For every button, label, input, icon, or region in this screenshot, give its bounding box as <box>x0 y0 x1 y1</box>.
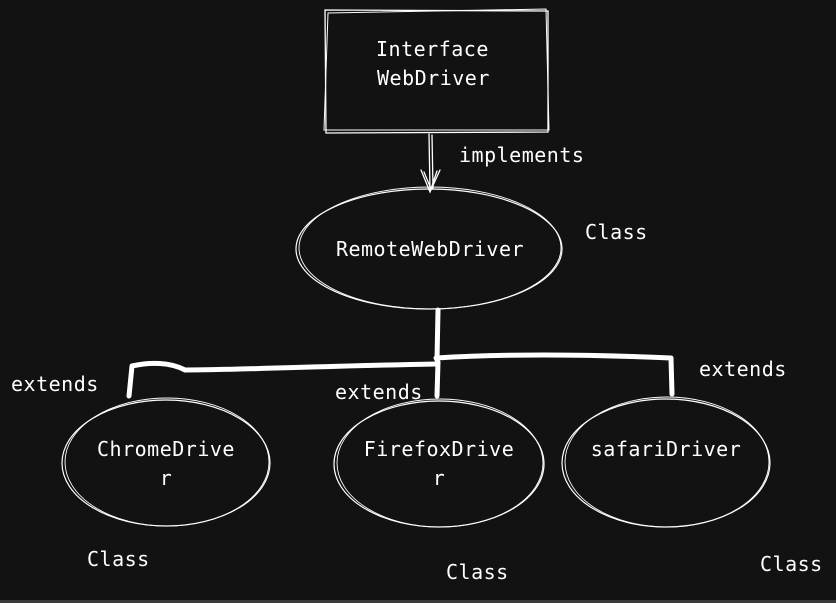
extends-connectors <box>126 307 675 399</box>
safari-type-label: Class <box>760 552 823 576</box>
interface-label-line1: Interface <box>376 37 489 61</box>
remote-type-label: Class <box>585 220 648 244</box>
implements-arrow <box>420 133 441 194</box>
safari-label: safariDriver <box>590 437 742 461</box>
chrome-type-label: Class <box>87 547 150 571</box>
interface-label-line2: WebDriver <box>377 66 490 90</box>
safari-ellipse <box>561 396 771 528</box>
firefox-label-line1: FirefoxDrive <box>363 437 515 461</box>
canvas-bottom-edge <box>0 600 836 603</box>
remote-label: RemoteWebDriver <box>335 237 525 261</box>
firefox-ellipse <box>333 398 545 528</box>
firefox-type-label: Class <box>446 560 509 584</box>
chrome-label-line2: r <box>159 466 173 490</box>
extends-safari-label: extends <box>699 357 787 381</box>
extends-firefox-label: extends <box>335 380 423 404</box>
firefox-label-line2: r <box>432 466 446 490</box>
extends-chrome-label: extends <box>11 372 99 396</box>
chrome-ellipse <box>61 397 271 527</box>
interface-box <box>323 8 550 134</box>
implements-label: implements <box>459 143 585 167</box>
remote-ellipse <box>295 186 563 310</box>
chrome-label-line1: ChromeDrive <box>97 437 235 461</box>
